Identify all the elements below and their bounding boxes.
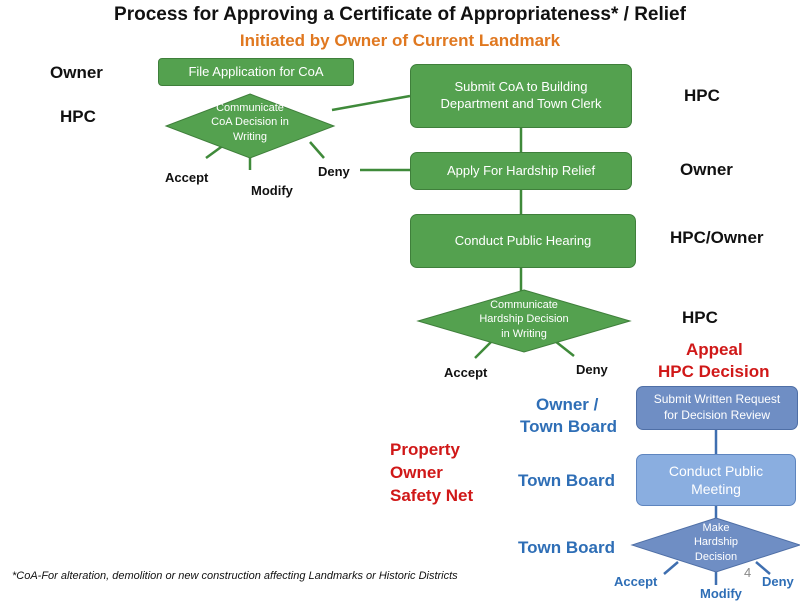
role-owner: Owner: [50, 63, 103, 82]
hardship-decision-diamond: [416, 289, 632, 353]
role-owner-slash: Owner /: [536, 395, 599, 414]
role-owner-hardship: Owner: [680, 160, 733, 179]
edge-deny-town: Deny: [762, 574, 794, 589]
written-request-line-1: Submit Written Request: [653, 392, 781, 407]
hardship-decision-line-1: Communicate: [490, 299, 558, 311]
public-meeting-line-1: Conduct Public: [668, 462, 764, 479]
appeal-hpc-decision-label: HPC Decision: [658, 362, 770, 381]
safety-net-line-2: Owner: [390, 463, 443, 482]
edge-deny-coa: Deny: [318, 164, 350, 179]
make-decision-line-1: Make: [702, 522, 730, 534]
edge-accept-hardship: Accept: [444, 365, 488, 380]
submit-coa-box: Submit CoA to Building Department and To…: [410, 64, 632, 128]
edge-accept-coa: Accept: [165, 170, 209, 185]
make-decision-line-3: Decision: [694, 550, 738, 563]
written-request-line-2: for Decision Review: [663, 408, 771, 422]
written-request-box: Submit Written Request for Decision Revi…: [636, 386, 798, 430]
hardship-decision-line-3: in Writing: [501, 327, 547, 340]
hardship-relief-box: Apply For Hardship Relief: [410, 152, 632, 190]
role-hpc-owner: HPC/Owner: [670, 228, 764, 247]
make-hardship-decision-diamond: [630, 517, 800, 573]
role-town-board-meeting: Town Board: [518, 471, 615, 490]
edge-modify-coa: Modify: [251, 183, 293, 198]
appeal-label: Appeal: [686, 340, 743, 359]
coa-decision-diamond: [164, 93, 336, 159]
hardship-relief-label: Apply For Hardship Relief: [446, 162, 596, 178]
make-decision-text: Make Hardship Decision: [676, 521, 756, 564]
public-meeting-box: Conduct Public Meeting: [636, 454, 796, 506]
make-decision-line-2: Hardship: [693, 536, 739, 549]
connector-accept-2: [474, 340, 493, 359]
connector-deny-3: [755, 561, 771, 575]
coa-decision-text: Communicate CoA Decision in Writing: [196, 101, 304, 144]
role-town-board-decision: Town Board: [518, 538, 615, 557]
public-hearing-box: Conduct Public Hearing: [410, 214, 636, 268]
connector-decision-to-submit: [331, 94, 411, 112]
public-hearing-label: Conduct Public Hearing: [454, 232, 592, 248]
connector-accept-3: [663, 561, 679, 575]
connector-deny-1: [309, 141, 325, 159]
role-hpc-decision: HPC: [682, 308, 718, 327]
safety-net-line-3: Safety Net: [390, 486, 474, 505]
connector-deny-2: [554, 340, 575, 357]
file-application-label: File Application for CoA: [188, 63, 324, 79]
page-subtitle: Initiated by Owner of Current Landmark: [239, 31, 561, 50]
edge-modify-town: Modify: [700, 586, 742, 601]
coa-decision-line-1: Communicate: [216, 102, 284, 114]
page-title: Process for Approving a Certificate of A…: [114, 4, 686, 25]
coa-decision-line-2: CoA Decision in: [211, 116, 289, 129]
hardship-decision-text: Communicate Hardship Decision in Writing: [464, 298, 584, 341]
role-hpc-submit: HPC: [684, 86, 720, 105]
page-number: 4: [744, 565, 752, 580]
footnote: *CoA-For alteration, demolition or new c…: [12, 570, 458, 582]
edge-accept-town: Accept: [614, 574, 658, 589]
submit-coa-line-1: Submit CoA to Building: [454, 79, 588, 95]
file-application-box: File Application for CoA: [158, 58, 354, 86]
role-hpc: HPC: [60, 107, 96, 126]
coa-decision-line-3: Writing: [232, 130, 268, 143]
role-town-board-request: Town Board: [520, 417, 617, 436]
public-meeting-line-2: Meeting: [691, 481, 741, 497]
submit-coa-line-2: Department and Town Clerk: [440, 96, 602, 111]
hardship-decision-line-2: Hardship Decision: [479, 313, 569, 326]
safety-net-line-1: Property: [390, 440, 460, 459]
edge-deny-hardship: Deny: [576, 362, 608, 377]
